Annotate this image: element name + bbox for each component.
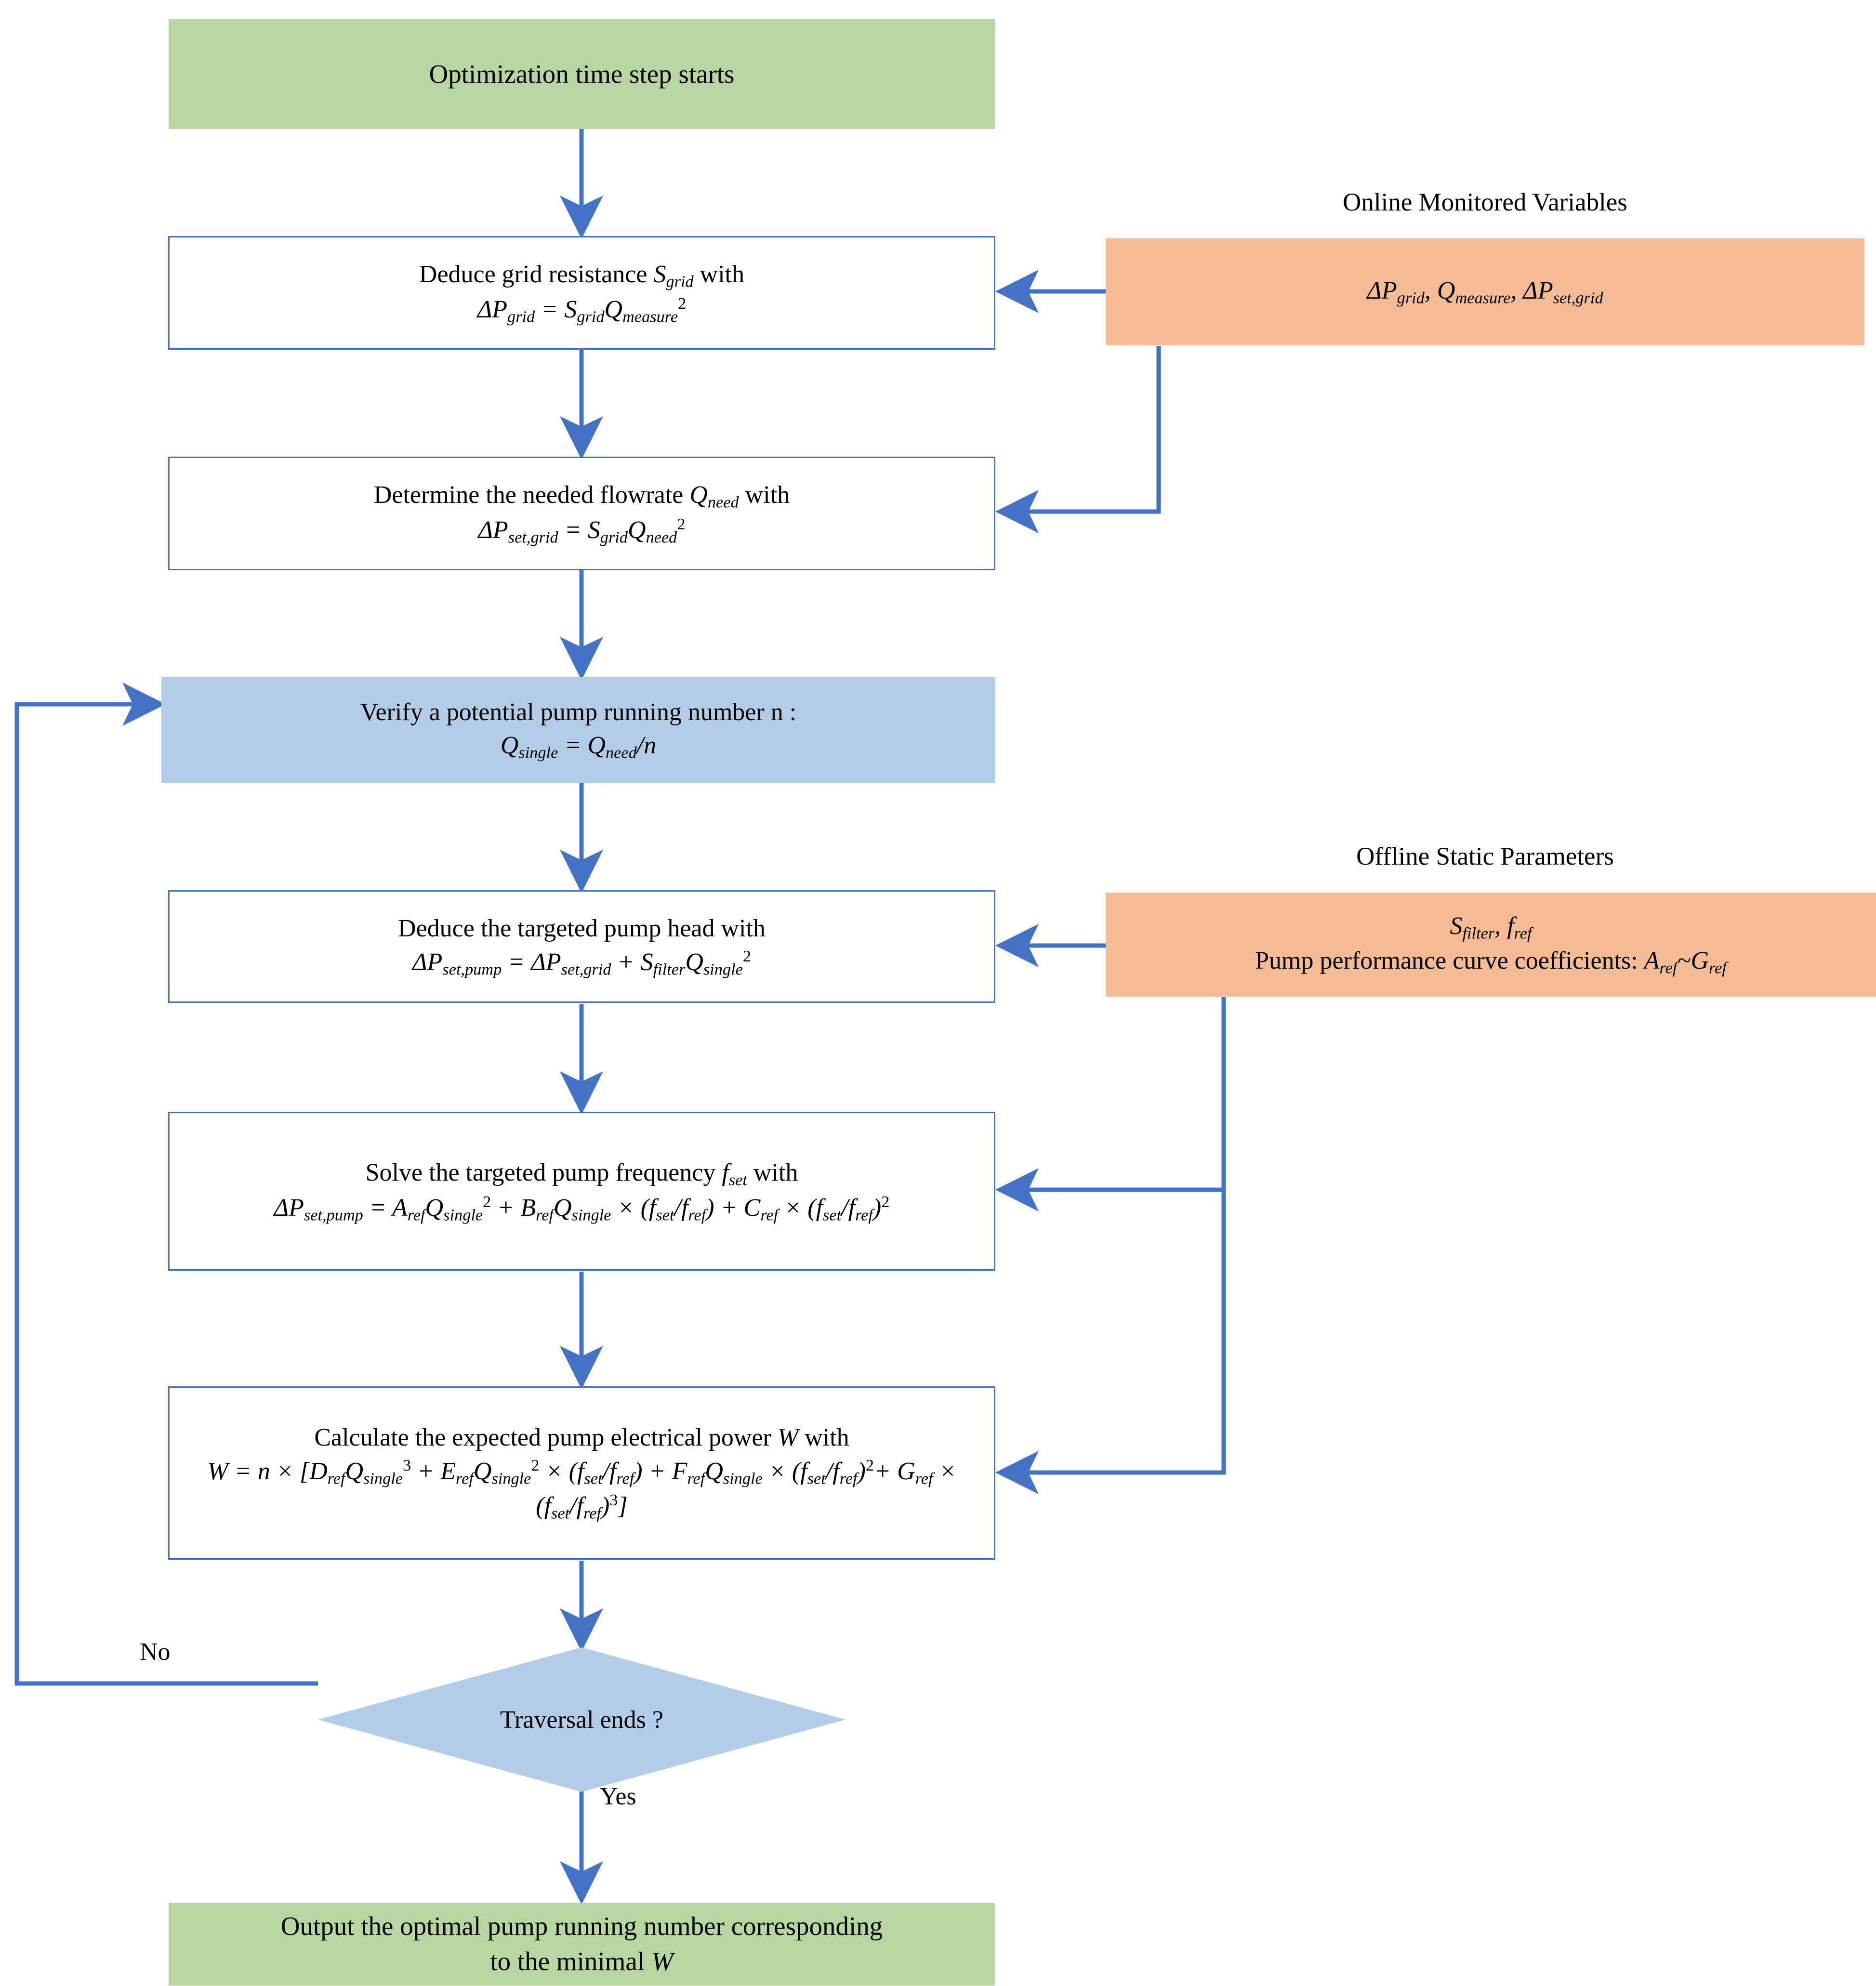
offline-line1: Sfilter, fref [1450,912,1532,943]
verify-formula: Qsingle = Qneed/n [500,731,657,762]
box1-formula: ΔPgrid = SgridQmeasure2 [477,294,687,326]
box2-line1: Determine the needed flowrate Qneed with [373,481,790,512]
node-online-monitored-variables: ΔPgrid, Qmeasure, ΔPset,grid [1106,238,1864,345]
freq-line1: Solve the targeted pump frequency fset w… [365,1158,798,1189]
start-label: Optimization time step starts [429,59,735,89]
node-determine-needed-flowrate: Determine the needed flowrate Qneed with… [168,457,995,570]
output-line1: Output the optimal pump running number c… [280,1911,883,1941]
node-deduce-grid-resistance: Deduce grid resistance Sgrid with ΔPgrid… [168,236,995,350]
node-solve-targeted-pump-frequency: Solve the targeted pump frequency fset w… [168,1112,995,1271]
edge-online-to-box2 [995,346,1161,533]
power-line1: Calculate the expected pump electrical p… [314,1423,849,1451]
edge-label-no: No [140,1638,171,1666]
node-output-optimal-pump-number: Output the optimal pump running number c… [169,1903,995,1986]
online-variables-caption: Online Monitored Variables [1343,188,1627,216]
node-traversal-ends-decision: Traversal ends ? [318,1647,846,1792]
box2-formula: ΔPset,grid = SgridQneed2 [478,514,686,547]
edge-label-yes: Yes [600,1783,636,1810]
node-offline-static-parameters: Sfilter, fref Pump performance curve coe… [1106,893,1876,997]
edge-offline-to-power [995,1190,1226,1494]
edge-offline-to-frequency [995,997,1226,1211]
output-line2: to the minimal W [490,1947,674,1976]
head-formula: ΔPset,pump = ΔPset,grid + SfilterQsingle… [412,947,752,979]
node-start: Optimization time step starts [169,19,995,129]
offline-parameters-caption: Offline Static Parameters [1356,842,1614,870]
verify-line1: Verify a potential pump running number n… [360,698,797,726]
box1-line1: Deduce grid resistance Sgrid with [419,260,745,291]
power-formula: W = n × [DrefQsingle3 + ErefQsingle2 × (… [207,1456,956,1523]
node-calculate-expected-pump-power: Calculate the expected pump electrical p… [168,1386,995,1560]
decision-label: Traversal ends ? [500,1706,663,1734]
head-line1: Deduce the targeted pump head with [398,915,766,943]
decision-shape [318,1647,846,1792]
node-verify-pump-running-number: Verify a potential pump running number n… [161,677,995,783]
offline-line2: Pump performance curve coefficients: Are… [1255,947,1727,977]
online-variables-content: ΔPgrid, Qmeasure, ΔPset,grid [1367,277,1603,307]
node-deduce-targeted-pump-head: Deduce the targeted pump head with ΔPset… [168,890,995,1003]
freq-formula: ΔPset,pump = ArefQsingle2 + BrefQsingle … [274,1192,890,1224]
